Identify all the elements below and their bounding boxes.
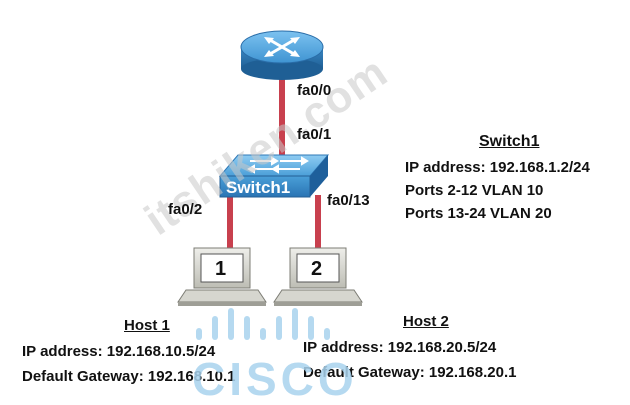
switch-icon bbox=[218, 154, 330, 198]
host1-screen-number: 1 bbox=[215, 258, 227, 280]
switch-info-vlan20: Ports 13-24 VLAN 20 bbox=[405, 205, 552, 222]
host2-title: Host 2 bbox=[403, 313, 449, 330]
host2-screen-number: 2 bbox=[311, 258, 323, 280]
switch-info-ip: IP address: 192.168.1.2/24 bbox=[405, 159, 590, 176]
host2-gateway: Default Gateway: 192.168.20.1 bbox=[303, 364, 517, 381]
port-label-router-fa0-0: fa0/0 bbox=[297, 82, 332, 99]
cables bbox=[227, 74, 321, 250]
cisco-logo-bars bbox=[196, 308, 330, 340]
switch-info-vlan10: Ports 2-12 VLAN 10 bbox=[405, 182, 544, 199]
host1-ip: IP address: 192.168.10.5/24 bbox=[22, 343, 216, 360]
port-label-switch-fa0-1: fa0/1 bbox=[297, 126, 332, 143]
host1-title: Host 1 bbox=[124, 317, 170, 334]
host2-ip: IP address: 192.168.20.5/24 bbox=[303, 339, 497, 356]
host2-pc-icon bbox=[273, 247, 363, 306]
switch-info-title: Switch1 bbox=[479, 133, 540, 150]
host1-pc-icon bbox=[177, 247, 267, 306]
port-label-switch-fa0-2: fa0/2 bbox=[168, 201, 203, 218]
host1-gateway: Default Gateway: 192.168.10.1 bbox=[22, 368, 236, 385]
switch-device-label: Switch1 bbox=[226, 178, 291, 197]
router-icon bbox=[240, 30, 324, 80]
cisco-logo-text: CISCO bbox=[192, 353, 358, 405]
port-label-switch-fa0-13: fa0/13 bbox=[327, 192, 370, 209]
